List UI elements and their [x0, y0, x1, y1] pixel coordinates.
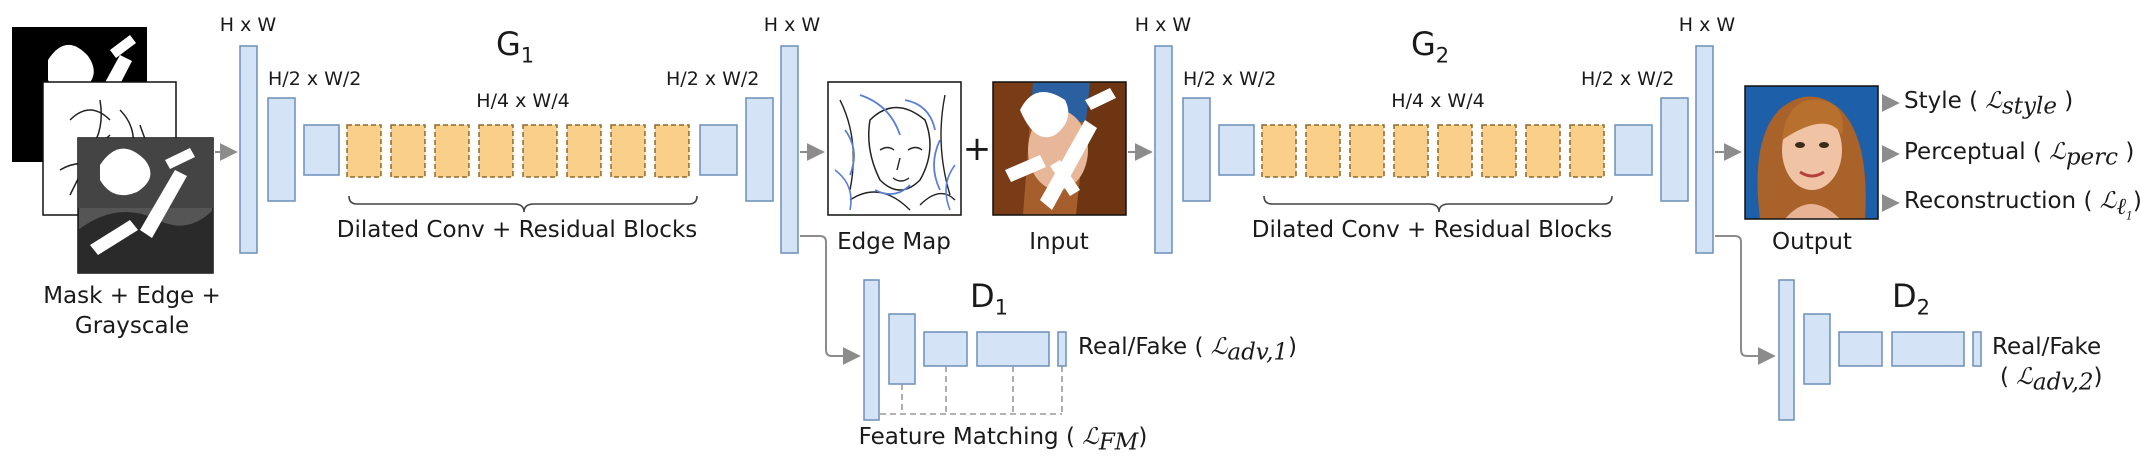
- d1-feature-matching-label: Feature Matching ( ℒFM): [858, 424, 1148, 456]
- output-caption: Output: [1772, 229, 1852, 255]
- input-image-stack: [12, 27, 214, 274]
- perceptual-loss-label: Perceptual ( ℒperc ): [1904, 139, 2135, 171]
- g2-dim-half-out: H/2 x W/2: [1581, 68, 1675, 90]
- d2-layer-2: [1803, 313, 1831, 385]
- d1-layer-3: [923, 331, 968, 367]
- g2-dim-half-in: H/2 x W/2: [1183, 68, 1277, 90]
- discriminator-2: [1778, 279, 1982, 421]
- d1-title: D1: [970, 277, 1009, 320]
- g1-layer-half-out: [745, 97, 774, 202]
- arrow-g2-to-d2: [1715, 235, 1776, 365]
- d1-layer-2: [888, 313, 916, 385]
- input-stack-caption-line1: Mask + Edge +: [43, 283, 221, 309]
- d2-layer-4: [1891, 331, 1965, 367]
- g1-layer-half-in: [267, 97, 296, 202]
- d2-layer-3: [1838, 331, 1883, 367]
- g2-layer-quarter-out: [1614, 124, 1653, 176]
- g1-title: G1: [496, 25, 535, 68]
- grayscale-image: [77, 137, 214, 274]
- g1-residual-brace: [348, 195, 698, 213]
- d1-layer-4: [976, 331, 1050, 367]
- output-image: [1744, 85, 1879, 220]
- input-masked-image: [992, 81, 1127, 216]
- g1-dim-full-in: H x W: [219, 14, 277, 36]
- g1-dim-half-out: H/2 x W/2: [666, 68, 760, 90]
- g2-title: G2: [1411, 25, 1450, 68]
- g2-residual-blocks: [1261, 124, 1605, 178]
- g1-residual-blocks: [346, 124, 690, 178]
- discriminator-1: [863, 279, 1067, 421]
- g2-layer-half-out: [1660, 97, 1689, 202]
- g2-layer-half-in: [1182, 97, 1211, 202]
- d1-feature-matching-lines: [880, 366, 1063, 415]
- d1-layer-1: [863, 279, 880, 421]
- plus-sign: +: [962, 129, 992, 169]
- d2-layer-1: [1778, 279, 1795, 421]
- g1-residual-caption: Dilated Conv + Residual Blocks: [336, 217, 698, 243]
- d2-layer-5: [1972, 331, 1982, 367]
- g1-dim-half-in: H/2 x W/2: [268, 68, 362, 90]
- g1-layer-full-out: [780, 45, 799, 254]
- d1-layer-5: [1057, 331, 1067, 367]
- g2-dim-full-out: H x W: [1678, 14, 1736, 36]
- d1-output-label: Real/Fake ( ℒadv,1): [1078, 334, 1298, 366]
- flow-arrows: [215, 94, 1900, 365]
- input-stack-caption-line2: Grayscale: [74, 313, 190, 339]
- input-caption: Input: [1029, 229, 1089, 255]
- g2-layer-quarter-in: [1218, 124, 1255, 176]
- generator-1: [239, 45, 799, 254]
- g1-dim-quarter: H/4 x W/4: [476, 90, 570, 112]
- g2-residual-caption: Dilated Conv + Residual Blocks: [1251, 217, 1613, 243]
- d2-title: D2: [1892, 277, 1931, 320]
- edge-map-image: [827, 81, 962, 216]
- arrow-g1-to-d1: [800, 235, 861, 365]
- g2-residual-brace: [1263, 195, 1613, 213]
- g1-dim-full-out: H x W: [763, 14, 821, 36]
- g1-layer-quarter-in: [303, 124, 340, 176]
- reconstruction-loss-label: Reconstruction ( ℒℓ1): [1904, 188, 2140, 223]
- g2-dim-full-in: H x W: [1134, 14, 1192, 36]
- g1-layer-quarter-out: [699, 124, 738, 176]
- g2-layer-full-in: [1154, 45, 1173, 254]
- g2-dim-quarter: H/4 x W/4: [1391, 90, 1485, 112]
- g1-layer-full-in: [239, 45, 258, 254]
- edge-map-caption: Edge Map: [837, 229, 951, 255]
- d2-output-label-line2: ( ℒadv,2): [2000, 364, 2103, 396]
- d2-output-label-line1: Real/Fake: [1992, 334, 2102, 360]
- g2-layer-full-out: [1695, 45, 1714, 254]
- style-loss-label: Style ( ℒstyle ): [1904, 88, 2074, 120]
- generator-2: [1154, 45, 1714, 254]
